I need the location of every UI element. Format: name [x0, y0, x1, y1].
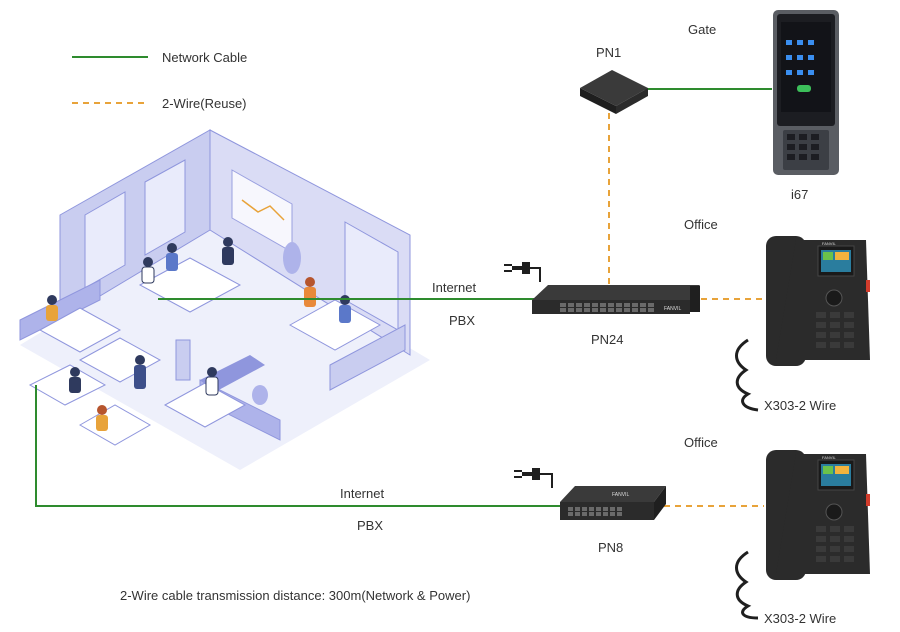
i67-label: i67	[791, 187, 809, 202]
internet-top-label: Internet	[432, 280, 477, 295]
pbx-top-label: PBX	[449, 313, 476, 328]
pn8-label: PN8	[598, 540, 624, 555]
pn8-switch: FANVIL	[560, 486, 666, 520]
pn24-label: PN24	[591, 332, 624, 347]
x303-phone-bottom: FANVIL	[735, 450, 870, 620]
pn1-device	[580, 70, 648, 114]
x303-phone-top: FANVIL	[735, 236, 870, 412]
power-plug-icon	[514, 468, 553, 488]
legend-two-wire-label: 2-Wire(Reuse)	[162, 96, 247, 111]
pbx-bottom-label: PBX	[357, 518, 384, 533]
office-top-label: Office	[684, 217, 718, 232]
network-cable-office-to-pn8	[35, 385, 562, 507]
power-plug-icon	[504, 262, 541, 282]
office-bottom-label: Office	[684, 435, 718, 450]
x303-bottom-brand: FANVIL	[822, 455, 837, 460]
x303-bottom-label: X303-2 Wire	[764, 611, 837, 626]
legend-network-cable-label: Network Cable	[162, 50, 248, 65]
gate-label: Gate	[688, 22, 717, 37]
footnote: 2-Wire cable transmission distance: 300m…	[120, 588, 471, 603]
pn8-brand: FANVIL	[612, 492, 629, 498]
i67-door-phone	[773, 10, 839, 175]
pn1-label: PN1	[596, 45, 622, 60]
pn24-switch: FANVIL	[532, 285, 700, 314]
pn24-brand: FANVIL	[664, 306, 681, 312]
x303-top-label: X303-2 Wire	[764, 398, 837, 413]
x303-top-brand: FANVIL	[822, 241, 837, 246]
internet-bottom-label: Internet	[340, 486, 385, 501]
